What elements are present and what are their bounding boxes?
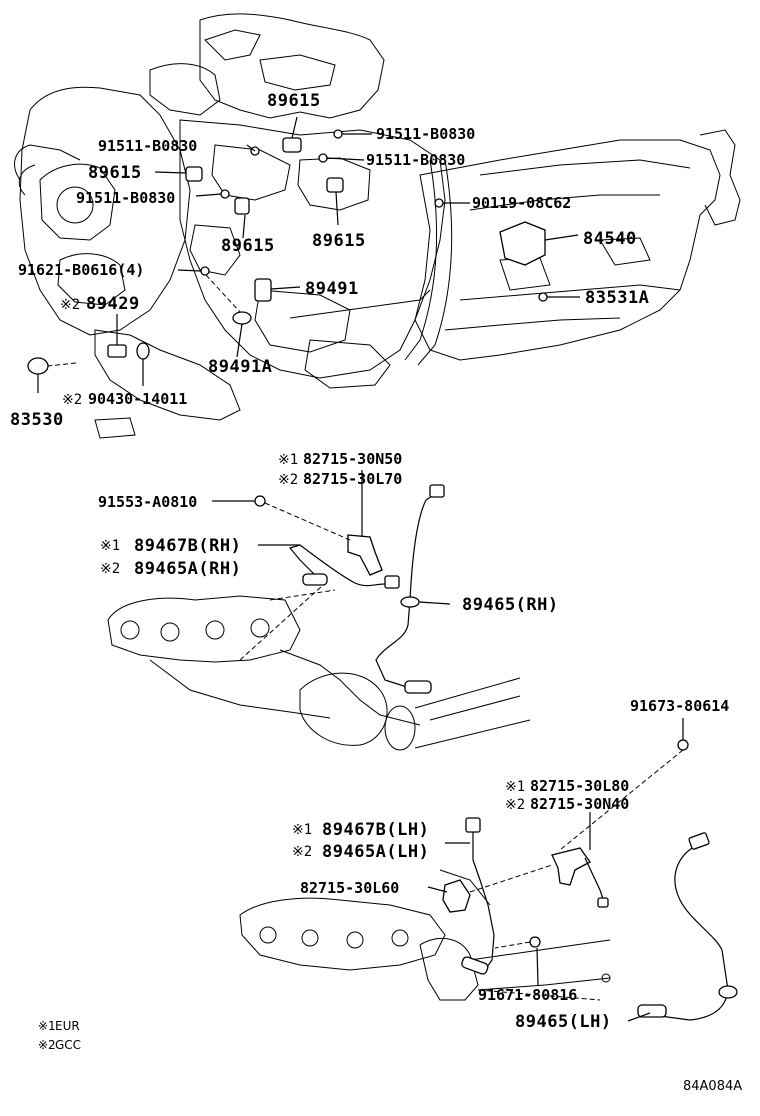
bracket-82715-30l80: [551, 847, 591, 886]
bolt-91671: [529, 936, 541, 948]
grommet-89465-rh: [400, 596, 420, 608]
label-89465-lh: 89465(LH): [515, 1012, 612, 1032]
label-89467b-lh: 89467B(LH): [322, 820, 429, 840]
grommet-89465-lh: [718, 985, 738, 999]
figure-code: 84A084A: [683, 1079, 742, 1094]
bolt-91673: [677, 739, 689, 751]
bolt-91553: [254, 495, 266, 507]
marker-82715-30l80: ※1: [505, 779, 525, 795]
sensor-89615-left: [185, 166, 203, 182]
label-91511-b: 91511-B0830: [376, 125, 475, 143]
label-91553: 91553-A0810: [98, 493, 197, 511]
label-82715-30l70: 82715-30L70: [303, 470, 402, 488]
bolt-91511-d: [220, 189, 230, 199]
label-91511-a: 91511-B0830: [98, 137, 197, 155]
label-82715-30l60: 82715-30L60: [300, 879, 399, 897]
engine-small-parts: [27, 129, 548, 375]
sensor-89467b-rh: [302, 573, 328, 586]
marker-89465a-lh: ※2: [292, 844, 312, 860]
bolt-91511-b: [333, 129, 343, 139]
switch-83530: [27, 357, 49, 375]
label-89615-center-left: 89615: [221, 236, 275, 256]
label-83530: 83530: [10, 410, 64, 430]
label-90119: 90119-08C62: [472, 194, 571, 212]
bolt-91621: [200, 266, 210, 276]
engine-illustration: [14, 13, 741, 439]
label-89465a-lh: 89465A(LH): [322, 842, 429, 862]
label-91511-c: 91511-B0830: [366, 151, 465, 169]
bracket-82715-30l60: [442, 879, 471, 913]
marker-90430: ※2: [62, 392, 82, 408]
label-89615-left: 89615: [88, 163, 142, 183]
label-91511-d: 91511-B0830: [76, 189, 175, 207]
legend-gcc-mark: ※2: [38, 1038, 56, 1052]
legend-eur-mark: ※1: [38, 1019, 56, 1033]
marker-82715-30l70: ※2: [278, 472, 298, 488]
marker-82715-30n50: ※1: [278, 452, 298, 468]
sensor-89467b-lh: [461, 956, 489, 975]
label-82715-30l80: 82715-30L80: [530, 777, 629, 795]
label-91671: 91671-80816: [478, 986, 577, 1004]
marker-82715-30n40: ※2: [505, 797, 525, 813]
connector-89467b-lh: [465, 817, 481, 833]
bolt-91511-c: [318, 153, 328, 163]
ring-89491a: [232, 311, 252, 325]
sensor-89491: [254, 278, 272, 302]
marker-89465a-rh: ※2: [100, 561, 120, 577]
label-89467b-rh: 89467B(RH): [134, 536, 241, 556]
marker-89467b-rh: ※1: [100, 538, 120, 554]
label-89615-center-right: 89615: [312, 231, 366, 251]
label-89465-rh: 89465(RH): [462, 595, 559, 615]
switch-84540: [499, 221, 546, 266]
label-89615-top: 89615: [267, 91, 321, 111]
legend: ※1 EUR ※2 GCC: [38, 1019, 81, 1052]
connector-82715-30l80: [597, 897, 609, 908]
sensor-89615-top: [282, 137, 302, 153]
bolt-90119: [434, 198, 444, 208]
label-89465a-rh: 89465A(RH): [134, 559, 241, 579]
leader-lines-middle: [212, 470, 451, 661]
rh-exhaust-illustration: [107, 595, 531, 751]
label-89429: 89429: [86, 294, 140, 314]
sensor-89615-center-left: [234, 197, 250, 215]
sensor-89465-rh: [404, 680, 432, 694]
rh-sensors: [254, 484, 445, 694]
label-90430: 90430-14011: [88, 390, 187, 408]
label-82715-30n40: 82715-30N40: [530, 795, 629, 813]
label-91621: 91621-B0616(4): [18, 261, 144, 279]
connector-89465-rh: [429, 484, 445, 498]
connector-89467b-rh: [384, 575, 400, 589]
legend-gcc: GCC: [55, 1038, 81, 1052]
sensor-89465-lh: [637, 1004, 667, 1018]
lh-sensors: [442, 739, 738, 1021]
gasket-90430: [136, 342, 150, 360]
sensor-83531a: [538, 292, 548, 302]
label-89491: 89491: [305, 279, 359, 299]
marker-89429: ※2: [60, 297, 80, 313]
sensor-89615-center-right: [326, 177, 344, 193]
marker-89467b-lh: ※1: [292, 822, 312, 838]
lh-exhaust-illustration: [239, 869, 611, 1001]
label-82715-30n50: 82715-30N50: [303, 450, 402, 468]
legend-eur: EUR: [55, 1019, 80, 1033]
bracket-82715-rh: [347, 534, 383, 576]
part-labels: 89615 91511-B0830 91511-B0830 91511-B083…: [10, 91, 729, 1032]
connector-89465-lh: [688, 832, 710, 850]
label-89491a: 89491A: [208, 357, 272, 377]
label-91673: 91673-80614: [630, 697, 729, 715]
label-83531a: 83531A: [585, 288, 649, 308]
leader-lines-upper: [37, 116, 580, 393]
leader-lines-lower: [427, 718, 684, 1022]
label-84540: 84540: [583, 229, 637, 249]
sensor-89429: [107, 344, 127, 358]
